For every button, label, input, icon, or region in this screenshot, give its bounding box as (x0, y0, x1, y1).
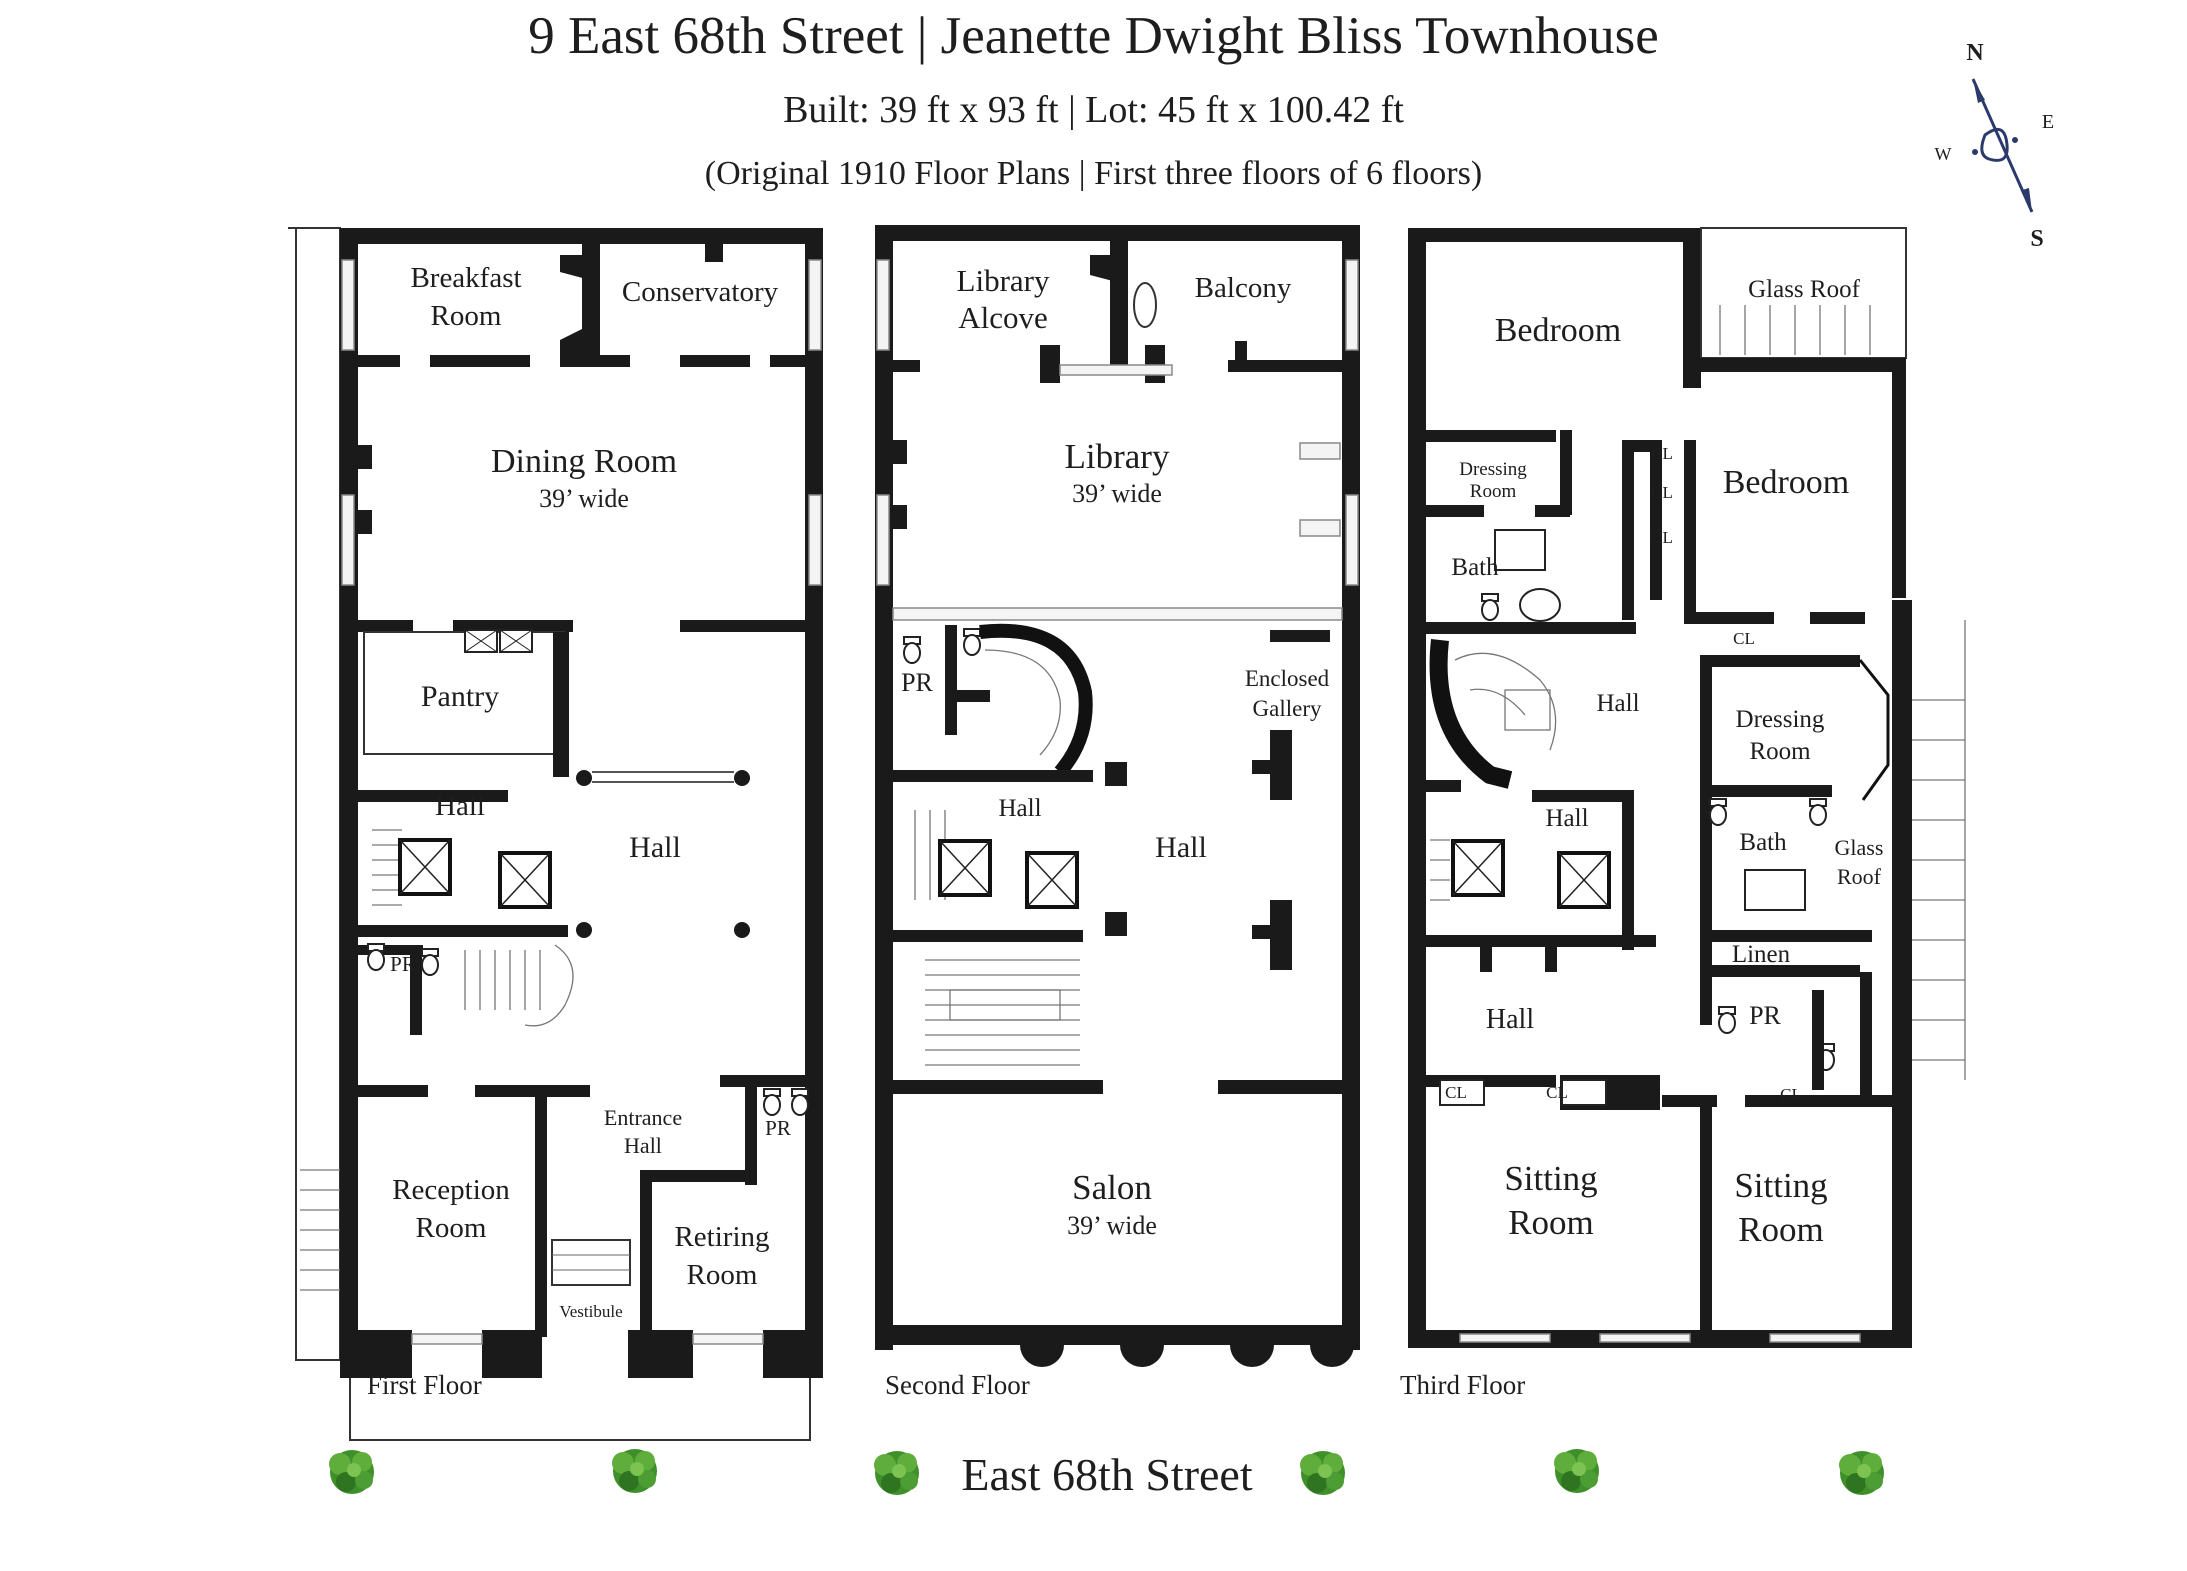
page-title: 9 East 68th Street | Jeanette Dwight Bli… (528, 7, 1659, 65)
room-salon: Salon (1072, 1168, 1152, 1207)
compass-north: N (1966, 40, 1984, 66)
svg-text:Room: Room (1508, 1203, 1594, 1242)
elevator-icon (1025, 851, 1079, 909)
second-floor-label: Second Floor (885, 1370, 1030, 1400)
elevator-icon (1557, 851, 1611, 909)
tree-icon (329, 1450, 374, 1494)
room-library: Library (1065, 437, 1170, 476)
area-glass-roof: Glass Roof (1748, 276, 1860, 303)
toilet-icon (1809, 798, 1827, 826)
plan-note: (Original 1910 Floor Plans | First three… (704, 155, 1483, 192)
room-library-alcove: Library (957, 263, 1050, 298)
room-hall-small: Hall (435, 790, 485, 822)
room-linen: Linen (1732, 941, 1791, 968)
room-entrance-hall: Entrance (604, 1105, 682, 1130)
svg-text:Room: Room (416, 1212, 487, 1244)
room-bedroom: Bedroom (1495, 312, 1622, 349)
svg-text:Room: Room (431, 300, 502, 332)
compass-east: E (2042, 111, 2054, 133)
tree-icon (1839, 1451, 1884, 1495)
tree-icon (1300, 1451, 1345, 1495)
room-reception-room: Reception (392, 1174, 510, 1206)
room-breakfast-room: Breakfast (410, 262, 521, 294)
room-powder-room: PR (765, 1116, 791, 1140)
tree-icon (1554, 1449, 1599, 1493)
first-floor-label: First Floor (367, 1370, 482, 1400)
toilet-icon (903, 636, 921, 664)
toilet-icon (421, 948, 439, 976)
toilet-icon (1481, 593, 1499, 621)
first-floor-plan: Breakfast Room Conservatory Dining Room … (288, 227, 823, 1441)
svg-text:Alcove: Alcove (958, 300, 1048, 335)
room-hall: Hall (1545, 805, 1588, 832)
svg-text:39’ wide: 39’ wide (539, 484, 629, 513)
toilet-icon (763, 1088, 781, 1116)
closet-label: CL (1651, 444, 1673, 463)
room-conservatory: Conservatory (622, 276, 779, 308)
room-powder-room: PR (1749, 1001, 1781, 1030)
toilet-icon (791, 1088, 809, 1116)
street-name: East 68th Street (961, 1449, 1252, 1500)
third-floor-label: Third Floor (1400, 1370, 1525, 1400)
third-floor-plan: Bedroom Glass Roof Dressing Room CL CL C… (1400, 227, 1966, 1400)
svg-text:39’ wide: 39’ wide (1072, 479, 1162, 508)
svg-text:Hall: Hall (624, 1133, 662, 1158)
building-dimensions: Built: 39 ft x 93 ft | Lot: 45 ft x 100.… (783, 89, 1404, 131)
svg-text:39’ wide: 39’ wide (1067, 1211, 1157, 1240)
elevator-icon (938, 839, 992, 897)
room-sitting-room: Sitting (1734, 1166, 1827, 1205)
room-hall-main: Hall (1155, 831, 1207, 864)
room-balcony: Balcony (1195, 272, 1292, 304)
svg-text:Room: Room (1749, 738, 1811, 765)
first-floor-stairs (372, 829, 574, 1027)
area-glass-roof: Glass (1835, 835, 1884, 860)
room-bath: Bath (1739, 829, 1787, 856)
room-retiring-room: Retiring (674, 1221, 769, 1253)
room-dining-room: Dining Room (491, 443, 677, 480)
room-sitting-room: Sitting (1504, 1159, 1597, 1198)
room-enclosed-gallery: Enclosed (1245, 666, 1330, 691)
elevator-icon (498, 851, 552, 909)
closet-label: CL (1780, 1085, 1802, 1104)
svg-text:Gallery: Gallery (1253, 696, 1322, 721)
svg-text:Room: Room (1470, 481, 1517, 502)
compass-rose-icon: N E W S (1935, 40, 2055, 252)
closet-label: CL (1733, 629, 1755, 648)
elevator-icon (398, 838, 452, 896)
toilet-icon (1709, 798, 1727, 826)
room-hall-main: Hall (629, 831, 681, 864)
second-floor-plan: Library Alcove Balcony Library 39’ wide … (875, 225, 1360, 1400)
room-vestibule: Vestibule (559, 1302, 622, 1321)
elevator-icon (1451, 839, 1505, 897)
closet-label: CL (1651, 483, 1673, 502)
svg-text:Roof: Roof (1837, 864, 1882, 889)
svg-text:Room: Room (1738, 1210, 1824, 1249)
closet-label: CL (1445, 1083, 1467, 1102)
compass-south: S (2030, 226, 2043, 252)
room-bedroom: Bedroom (1723, 464, 1850, 501)
room-bath: Bath (1451, 554, 1499, 581)
toilet-icon (963, 628, 981, 656)
room-dressing-room: Dressing (1459, 459, 1527, 480)
room-powder-room: PR (390, 952, 416, 976)
room-hall: Hall (1596, 690, 1639, 717)
tree-icon (612, 1449, 657, 1493)
room-hall-small: Hall (998, 795, 1041, 822)
compass-west: W (1935, 144, 1952, 164)
toilet-icon (1718, 1006, 1736, 1034)
svg-text:Room: Room (687, 1259, 758, 1291)
closet-label: CL (1546, 1083, 1568, 1102)
room-dressing-room: Dressing (1736, 706, 1825, 733)
toilet-icon (367, 943, 385, 971)
room-pantry: Pantry (421, 680, 499, 713)
closet-label: CL (1651, 528, 1673, 547)
tree-icon (874, 1451, 919, 1495)
room-powder-room: PR (901, 668, 933, 697)
room-hall: Hall (1486, 1004, 1534, 1035)
